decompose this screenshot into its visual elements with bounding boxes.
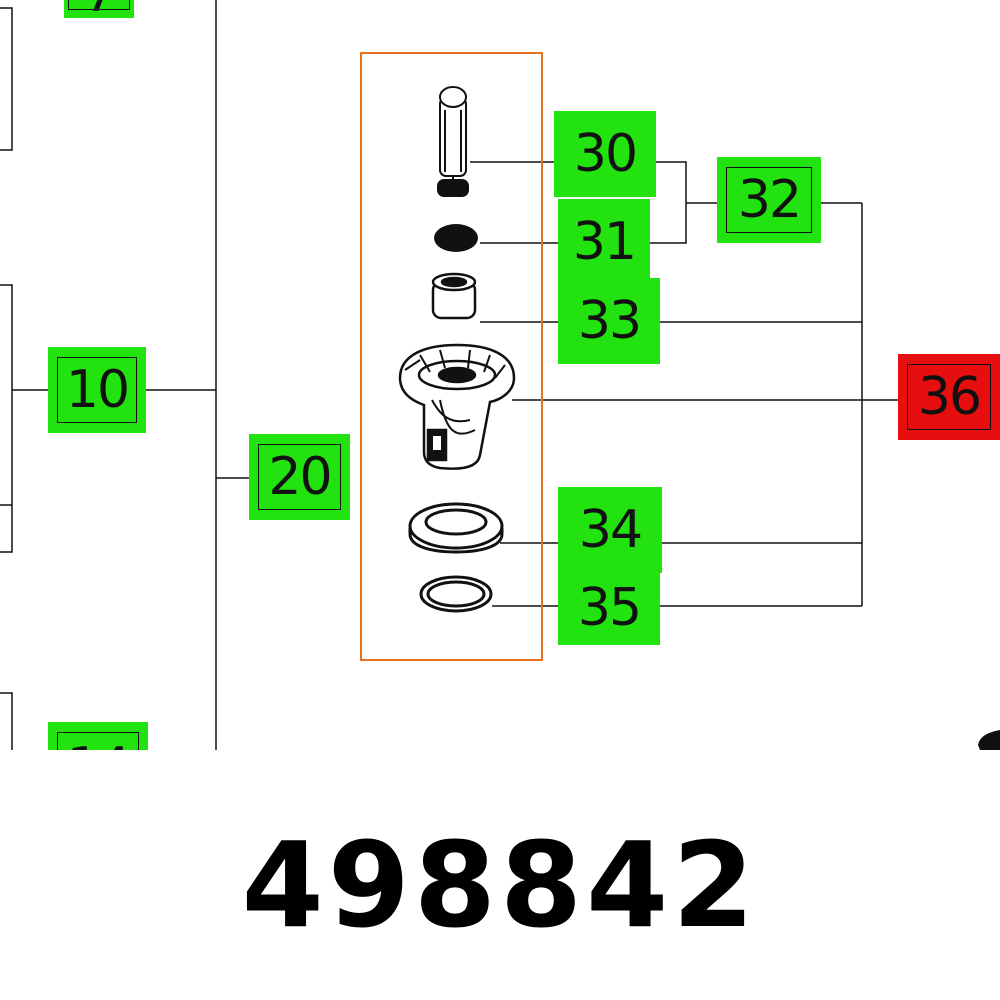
edge-fragment (978, 730, 1000, 750)
o-ring-part (419, 575, 493, 613)
callout-30[interactable]: 30 (554, 111, 656, 197)
callout-36[interactable]: 36 (898, 354, 1000, 440)
disc-part (434, 224, 478, 252)
diagram-lines (0, 0, 1000, 750)
pin-part (437, 86, 469, 197)
callout-34[interactable]: 34 (558, 487, 662, 573)
callout-label: 30 (573, 124, 638, 184)
washer-part (408, 502, 504, 554)
left-bracket-bottom (0, 692, 13, 750)
left-bracket-middle (0, 284, 13, 553)
callout-14[interactable]: 14 (48, 722, 148, 750)
callout-label: 31 (572, 212, 637, 272)
callout-32[interactable]: 32 (717, 157, 821, 243)
left-bracket-top (0, 7, 13, 151)
callout-7[interactable]: 7 (64, 0, 134, 20)
callout-label: 32 (726, 167, 812, 233)
exploded-parts-diagram: 7 10 14 20 30 31 32 33 34 35 36 (0, 0, 1000, 750)
callout-label: 35 (577, 578, 642, 638)
callout-label: 36 (907, 364, 991, 430)
callout-label: 20 (258, 444, 341, 510)
gear-housing-part (398, 343, 516, 470)
part-number: 498842 (241, 816, 759, 954)
callout-label: 14 (57, 732, 139, 750)
callout-10[interactable]: 10 (48, 347, 146, 433)
callout-31[interactable]: 31 (558, 199, 650, 285)
callout-label: 7 (68, 0, 130, 20)
sleeve-part (431, 272, 477, 320)
callout-label: 10 (57, 357, 137, 423)
callout-35[interactable]: 35 (558, 573, 660, 645)
callout-33[interactable]: 33 (558, 278, 660, 364)
callout-label: 34 (578, 500, 643, 560)
callout-20[interactable]: 20 (249, 434, 350, 520)
group-frame (360, 52, 543, 661)
callout-label: 33 (577, 291, 642, 351)
